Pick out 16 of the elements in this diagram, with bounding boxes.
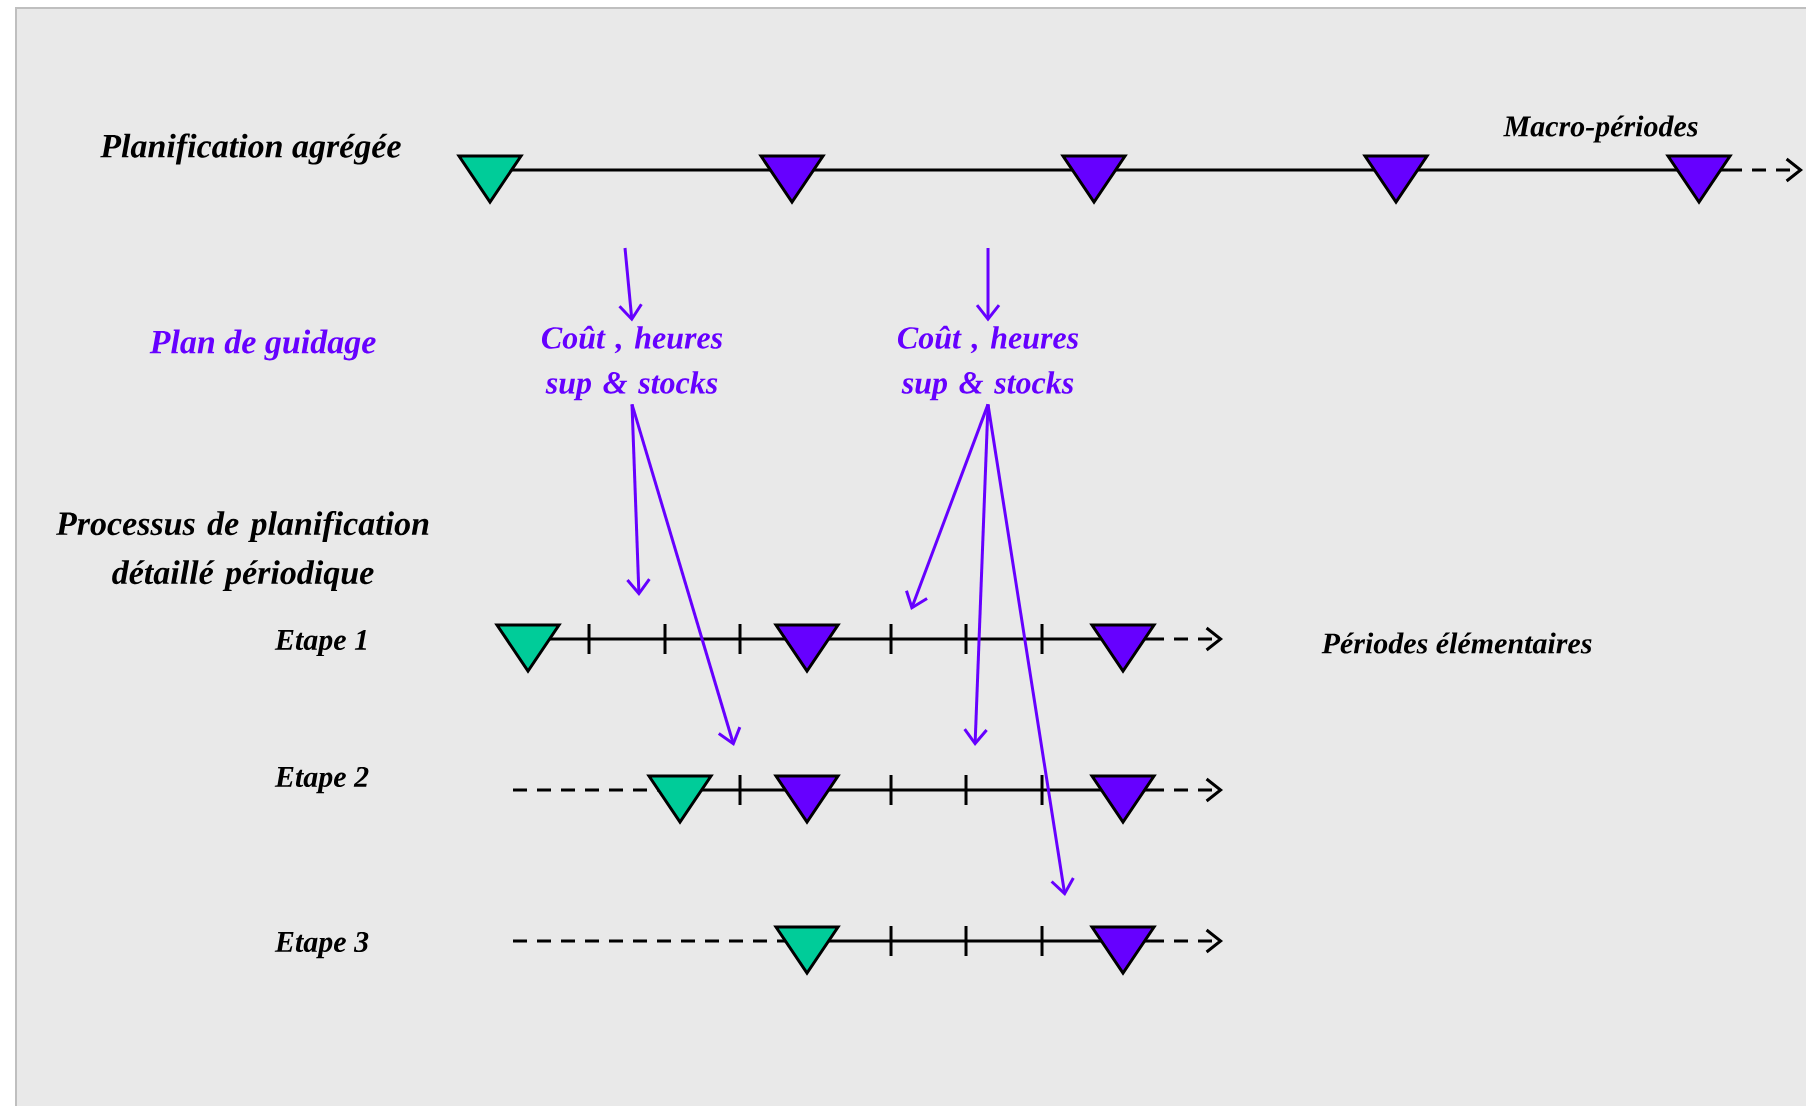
arrow: [986, 404, 1075, 896]
arrow: [630, 403, 742, 746]
label-text: Plan de guidage: [149, 329, 376, 361]
label-text: Etape 1: [274, 629, 367, 657]
arrow: [975, 248, 1001, 322]
label-text: Etape 2: [274, 766, 369, 794]
label-text: Processus de planification détaillé périodique: [56, 510, 429, 592]
guidance-text: Coût , heures sup & stocks: [898, 325, 1079, 401]
arrow: [963, 404, 990, 746]
arrow: [626, 404, 651, 596]
arrow: [618, 247, 643, 322]
label-text: Périodes élémentaires: [1321, 632, 1592, 654]
label-text: Planification agrégée: [100, 133, 401, 165]
label-text: Macro-périodes: [1503, 115, 1698, 143]
guidance-text: Coût , heures sup & stocks: [541, 325, 723, 401]
label-text: Etape 3: [274, 931, 369, 959]
